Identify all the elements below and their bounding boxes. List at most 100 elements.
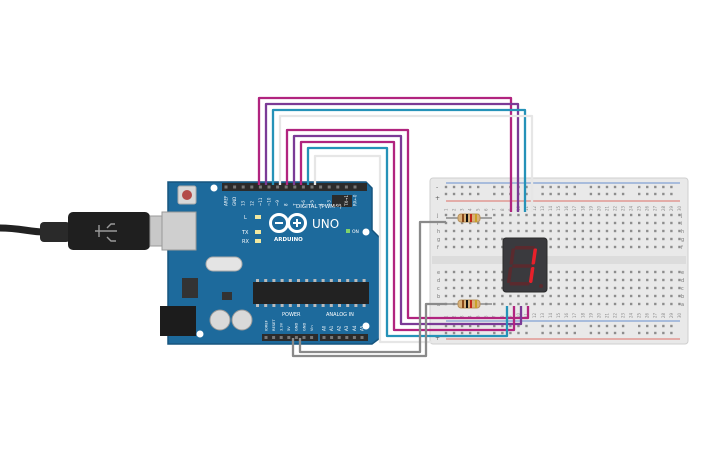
wire-purple[interactable] bbox=[292, 134, 523, 326]
terminal-hole[interactable] bbox=[613, 213, 617, 217]
terminal-hole[interactable] bbox=[477, 270, 480, 274]
rail-hole[interactable] bbox=[646, 324, 649, 328]
terminal-hole[interactable] bbox=[662, 245, 665, 249]
terminal-hole[interactable] bbox=[629, 237, 633, 241]
terminal-hole[interactable] bbox=[670, 278, 673, 282]
rail-hole[interactable] bbox=[493, 185, 496, 189]
terminal-hole[interactable] bbox=[533, 213, 536, 217]
digital-pin-hole[interactable] bbox=[250, 185, 254, 189]
terminal-hole[interactable] bbox=[597, 229, 601, 233]
terminal-hole[interactable] bbox=[460, 245, 464, 249]
rail-hole[interactable] bbox=[662, 324, 665, 328]
rail-hole[interactable] bbox=[589, 331, 593, 335]
terminal-hole[interactable] bbox=[589, 294, 593, 298]
terminal-hole[interactable] bbox=[444, 294, 448, 298]
terminal-hole[interactable] bbox=[638, 237, 641, 241]
terminal-hole[interactable] bbox=[629, 286, 633, 290]
rail-hole[interactable] bbox=[549, 331, 552, 335]
terminal-hole[interactable] bbox=[549, 286, 552, 290]
rail-hole[interactable] bbox=[517, 331, 520, 335]
terminal-hole[interactable] bbox=[654, 229, 657, 233]
terminal-hole[interactable] bbox=[613, 286, 617, 290]
digital-pin-hole[interactable] bbox=[310, 185, 314, 189]
terminal-hole[interactable] bbox=[444, 213, 448, 217]
wire-magenta[interactable] bbox=[257, 96, 513, 212]
rail-hole[interactable] bbox=[541, 324, 544, 328]
rail-hole[interactable] bbox=[501, 185, 504, 189]
terminal-hole[interactable] bbox=[517, 302, 520, 306]
terminal-hole[interactable] bbox=[605, 286, 609, 290]
rail-hole[interactable] bbox=[549, 324, 552, 328]
terminal-hole[interactable] bbox=[638, 278, 641, 282]
terminal-hole[interactable] bbox=[501, 302, 504, 306]
terminal-hole[interactable] bbox=[678, 221, 681, 225]
terminal-hole[interactable] bbox=[581, 286, 585, 290]
terminal-hole[interactable] bbox=[541, 221, 544, 225]
terminal-hole[interactable] bbox=[557, 286, 560, 290]
resistor-top[interactable] bbox=[446, 213, 492, 223]
digital-pin-hole[interactable] bbox=[336, 185, 340, 189]
terminal-hole[interactable] bbox=[654, 302, 657, 306]
terminal-hole[interactable] bbox=[589, 245, 593, 249]
digital-pin-hole[interactable] bbox=[233, 185, 237, 189]
rail-hole[interactable] bbox=[541, 331, 544, 335]
terminal-hole[interactable] bbox=[662, 221, 665, 225]
terminal-hole[interactable] bbox=[549, 294, 552, 298]
terminal-hole[interactable] bbox=[613, 294, 617, 298]
terminal-hole[interactable] bbox=[565, 213, 568, 217]
terminal-hole[interactable] bbox=[533, 229, 536, 233]
terminal-hole[interactable] bbox=[485, 294, 488, 298]
terminal-hole[interactable] bbox=[621, 302, 625, 306]
terminal-hole[interactable] bbox=[557, 294, 560, 298]
terminal-hole[interactable] bbox=[493, 237, 496, 241]
terminal-hole[interactable] bbox=[549, 221, 552, 225]
terminal-hole[interactable] bbox=[525, 213, 528, 217]
usb-cable[interactable] bbox=[0, 212, 173, 250]
rail-hole[interactable] bbox=[477, 324, 480, 328]
terminal-hole[interactable] bbox=[485, 278, 488, 282]
terminal-hole[interactable] bbox=[509, 213, 512, 217]
power-pin-hole[interactable] bbox=[287, 336, 291, 339]
rail-hole[interactable] bbox=[460, 185, 464, 189]
terminal-hole[interactable] bbox=[597, 294, 601, 298]
terminal-hole[interactable] bbox=[549, 270, 552, 274]
terminal-hole[interactable] bbox=[565, 294, 568, 298]
rail-hole[interactable] bbox=[509, 331, 512, 335]
rail-hole[interactable] bbox=[605, 192, 609, 196]
digital-pin-hole[interactable] bbox=[241, 185, 245, 189]
digital-pin-hole[interactable] bbox=[301, 185, 305, 189]
terminal-hole[interactable] bbox=[613, 278, 617, 282]
rail-hole[interactable] bbox=[452, 324, 456, 328]
rail-hole[interactable] bbox=[662, 185, 665, 189]
terminal-hole[interactable] bbox=[646, 229, 649, 233]
digital-pin-hole[interactable] bbox=[344, 185, 348, 189]
terminal-hole[interactable] bbox=[525, 221, 528, 225]
terminal-hole[interactable] bbox=[477, 237, 480, 241]
terminal-hole[interactable] bbox=[573, 221, 576, 225]
terminal-hole[interactable] bbox=[597, 245, 601, 249]
terminal-hole[interactable] bbox=[517, 294, 520, 298]
rail-hole[interactable] bbox=[573, 192, 576, 196]
terminal-hole[interactable] bbox=[573, 229, 576, 233]
terminal-hole[interactable] bbox=[557, 302, 560, 306]
terminal-hole[interactable] bbox=[638, 286, 641, 290]
terminal-hole[interactable] bbox=[629, 302, 633, 306]
terminal-hole[interactable] bbox=[468, 286, 472, 290]
terminal-hole[interactable] bbox=[670, 229, 673, 233]
analog-pin-hole[interactable] bbox=[345, 336, 349, 339]
terminal-hole[interactable] bbox=[517, 221, 520, 225]
terminal-hole[interactable] bbox=[541, 213, 544, 217]
terminal-hole[interactable] bbox=[581, 270, 585, 274]
terminal-hole[interactable] bbox=[460, 294, 464, 298]
terminal-hole[interactable] bbox=[638, 294, 641, 298]
rail-hole[interactable] bbox=[557, 192, 560, 196]
terminal-hole[interactable] bbox=[557, 229, 560, 233]
terminal-hole[interactable] bbox=[646, 237, 649, 241]
terminal-hole[interactable] bbox=[654, 294, 657, 298]
rail-hole[interactable] bbox=[557, 185, 560, 189]
terminal-hole[interactable] bbox=[557, 237, 560, 241]
terminal-hole[interactable] bbox=[589, 213, 593, 217]
terminal-hole[interactable] bbox=[605, 278, 609, 282]
digital-pin-hole[interactable] bbox=[353, 185, 357, 189]
